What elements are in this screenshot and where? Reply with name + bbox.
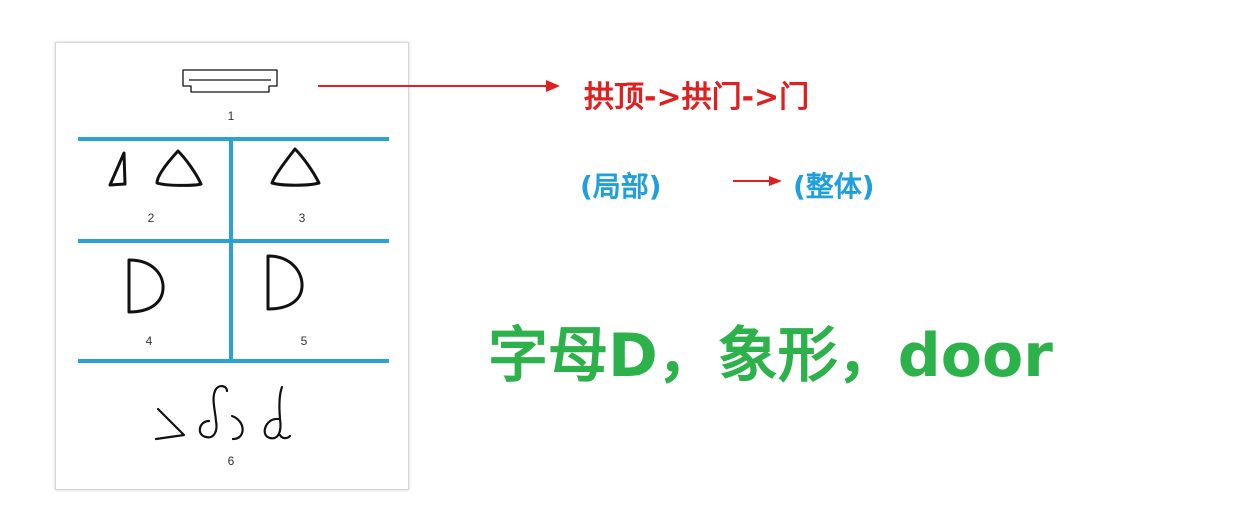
grid-dividers (78, 137, 389, 363)
figure-number: 6 (227, 454, 235, 468)
glyph-4-d-shape (127, 258, 165, 314)
glyph-6-d-forms (154, 385, 292, 441)
figure-number: 2 (147, 211, 155, 225)
arrow-evolution (318, 80, 560, 92)
figure-number: 5 (300, 334, 308, 348)
conclusion-text: 字母D，象形，door (488, 321, 1053, 391)
evolution-note: 拱顶->拱门->门 (584, 80, 810, 115)
figure-number: 3 (298, 211, 306, 225)
part-label: (局部) (580, 170, 662, 203)
glyph-2-triangles (108, 149, 203, 187)
glyph-5-d-shape (266, 254, 304, 311)
figure-number: 1 (227, 109, 235, 123)
glyph-1-arch (182, 69, 278, 93)
arrow-part-to-whole (733, 176, 782, 186)
glyph-3-triangle (270, 147, 321, 187)
glyph-evolution-panel: 1 2 3 4 5 6 (55, 42, 409, 490)
glyph-grid-figure (78, 69, 389, 441)
whole-label: (整体) (793, 170, 875, 203)
figure-number: 4 (145, 334, 153, 348)
